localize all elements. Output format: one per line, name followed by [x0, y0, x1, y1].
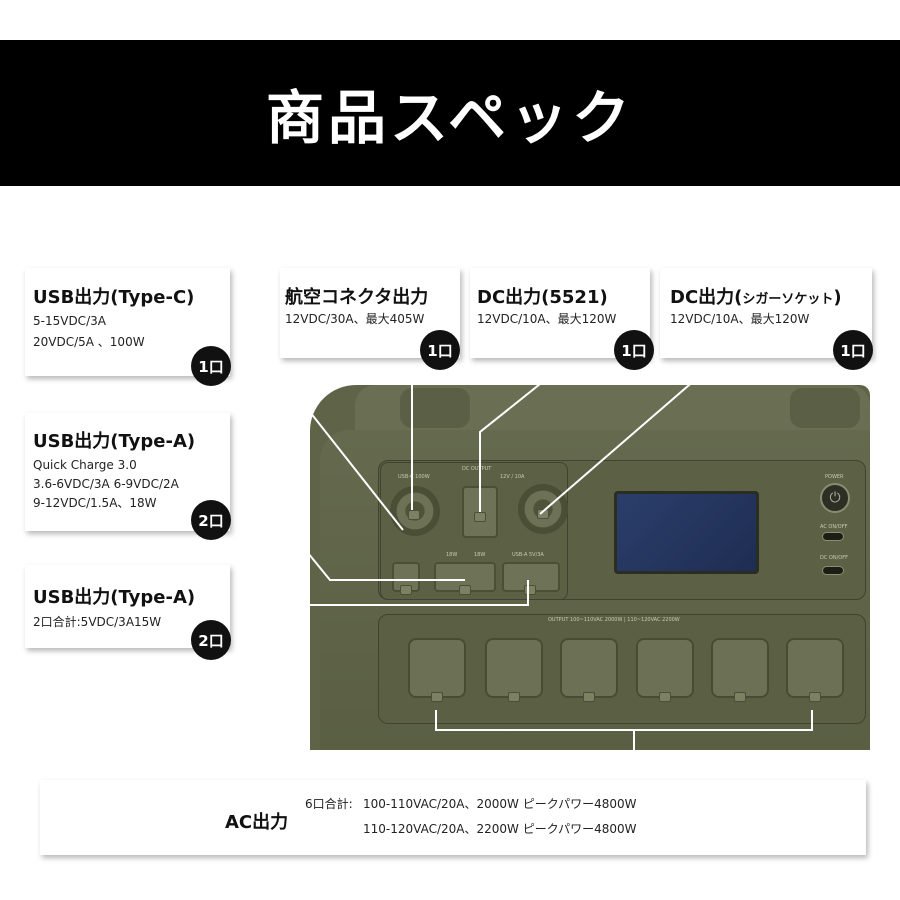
ac-outlet: [711, 638, 769, 698]
cigar-spec-line: 12VDC/10A、最大120W: [670, 312, 810, 326]
aviation-title: 航空コネクタ出力: [285, 287, 429, 308]
page-title: 商品スペック: [266, 84, 634, 152]
power-icon: ⏻: [820, 483, 850, 513]
spec-card-usb-c: USB出力(Type-C) 5-15VDC/3A 20VDC/5A 、100W: [25, 268, 230, 376]
usb-a-port-label: USB-A 5V/3A: [512, 552, 544, 558]
cigar-title: DC出力(シガーソケット): [670, 283, 842, 309]
dc5521-count-badge: 1口: [614, 330, 654, 370]
usb-c-spec-line: 20VDC/5A 、100W: [33, 335, 145, 349]
spec-card-ac: AC出力 6口合計: 100-110VAC/20A、2000W ピークパワー48…: [40, 780, 866, 855]
ac-output-label: OUTPUT 100~110VAC 2000W | 110~120VAC 220…: [548, 617, 680, 623]
cigar-port-tab: [537, 509, 549, 519]
usb-c-port-tab: [400, 585, 412, 595]
cigar-title-small: シガーソケット: [742, 292, 834, 307]
usb-a-count-badge: 2口: [191, 620, 231, 660]
cigar-count-badge: 1口: [833, 330, 873, 370]
usb-c-spec-line: 5-15VDC/3A: [33, 314, 106, 328]
usb-a-qc-count-badge: 2口: [191, 500, 231, 540]
usb-a-title: USB出力(Type-A): [33, 587, 196, 608]
qc-label-1: 18W: [446, 552, 458, 558]
dc-rating-label: 12V / 10A: [500, 474, 525, 480]
ac-outlet: [636, 638, 694, 698]
ac-outlet-tab: [659, 692, 671, 702]
qc-label-2: 18W: [474, 552, 486, 558]
dc5521-port-tab: [474, 512, 486, 522]
ac-outlet: [485, 638, 543, 698]
ac-outlet: [408, 638, 466, 698]
aviation-count-badge: 1口: [420, 330, 460, 370]
lcd-screen: [614, 491, 759, 574]
dc-switch: [822, 566, 844, 575]
device-handle-left: [400, 388, 470, 428]
usb-a-qc-spec-line: Quick Charge 3.0: [33, 458, 137, 472]
usb-a-spec-line: 2口合計:5VDC/3A15W: [33, 615, 162, 629]
ac-spec-line: 100-110VAC/20A、2000W ピークパワー4800W: [363, 797, 637, 811]
usb-a-qc-spec-line: 9-12VDC/1.5A、18W: [33, 496, 157, 510]
ac-outlet: [786, 638, 844, 698]
ac-outlet-tab: [508, 692, 520, 702]
header-band: 商品スペック: [0, 40, 900, 186]
ac-spec-line: 110-120VAC/20A、2200W ピークパワー4800W: [363, 822, 637, 836]
dc-onoff-label: DC ON/OFF: [820, 555, 848, 561]
usb-c-count-badge: 1口: [191, 346, 231, 386]
usb-a-port-tab: [524, 585, 536, 595]
ac-outlet-tab: [809, 692, 821, 702]
power-label: POWER: [825, 474, 844, 480]
usb-c-port-label: USB-C 100W: [398, 474, 430, 480]
ac-switch: [822, 532, 844, 541]
usb-a-qc-port-tab: [459, 585, 471, 595]
ac-title: AC出力: [225, 812, 289, 833]
usb-a-qc-title: USB出力(Type-A): [33, 431, 196, 452]
device-handle-right: [790, 388, 860, 428]
aviation-port-tab: [408, 510, 420, 520]
cigar-title-main: DC出力(: [670, 287, 743, 308]
ac-outlet-tab: [583, 692, 595, 702]
dc5521-title: DC出力(5521): [477, 287, 608, 308]
aviation-spec-line: 12VDC/30A、最大405W: [285, 312, 425, 326]
usb-c-title: USB出力(Type-C): [33, 287, 195, 308]
dc5521-spec-line: 12VDC/10A、最大120W: [477, 312, 617, 326]
ac-outlet-tab: [734, 692, 746, 702]
dc-output-label: DC OUTPUT: [462, 466, 492, 472]
ac-prefix: 6口合計:: [305, 797, 353, 811]
usb-a-qc-spec-line: 3.6-6VDC/3A 6-9VDC/2A: [33, 477, 179, 491]
cigar-title-end: ): [833, 287, 842, 308]
ac-outlet-tab: [431, 692, 443, 702]
ac-onoff-label: AC ON/OFF: [820, 524, 848, 530]
ac-outlet: [560, 638, 618, 698]
